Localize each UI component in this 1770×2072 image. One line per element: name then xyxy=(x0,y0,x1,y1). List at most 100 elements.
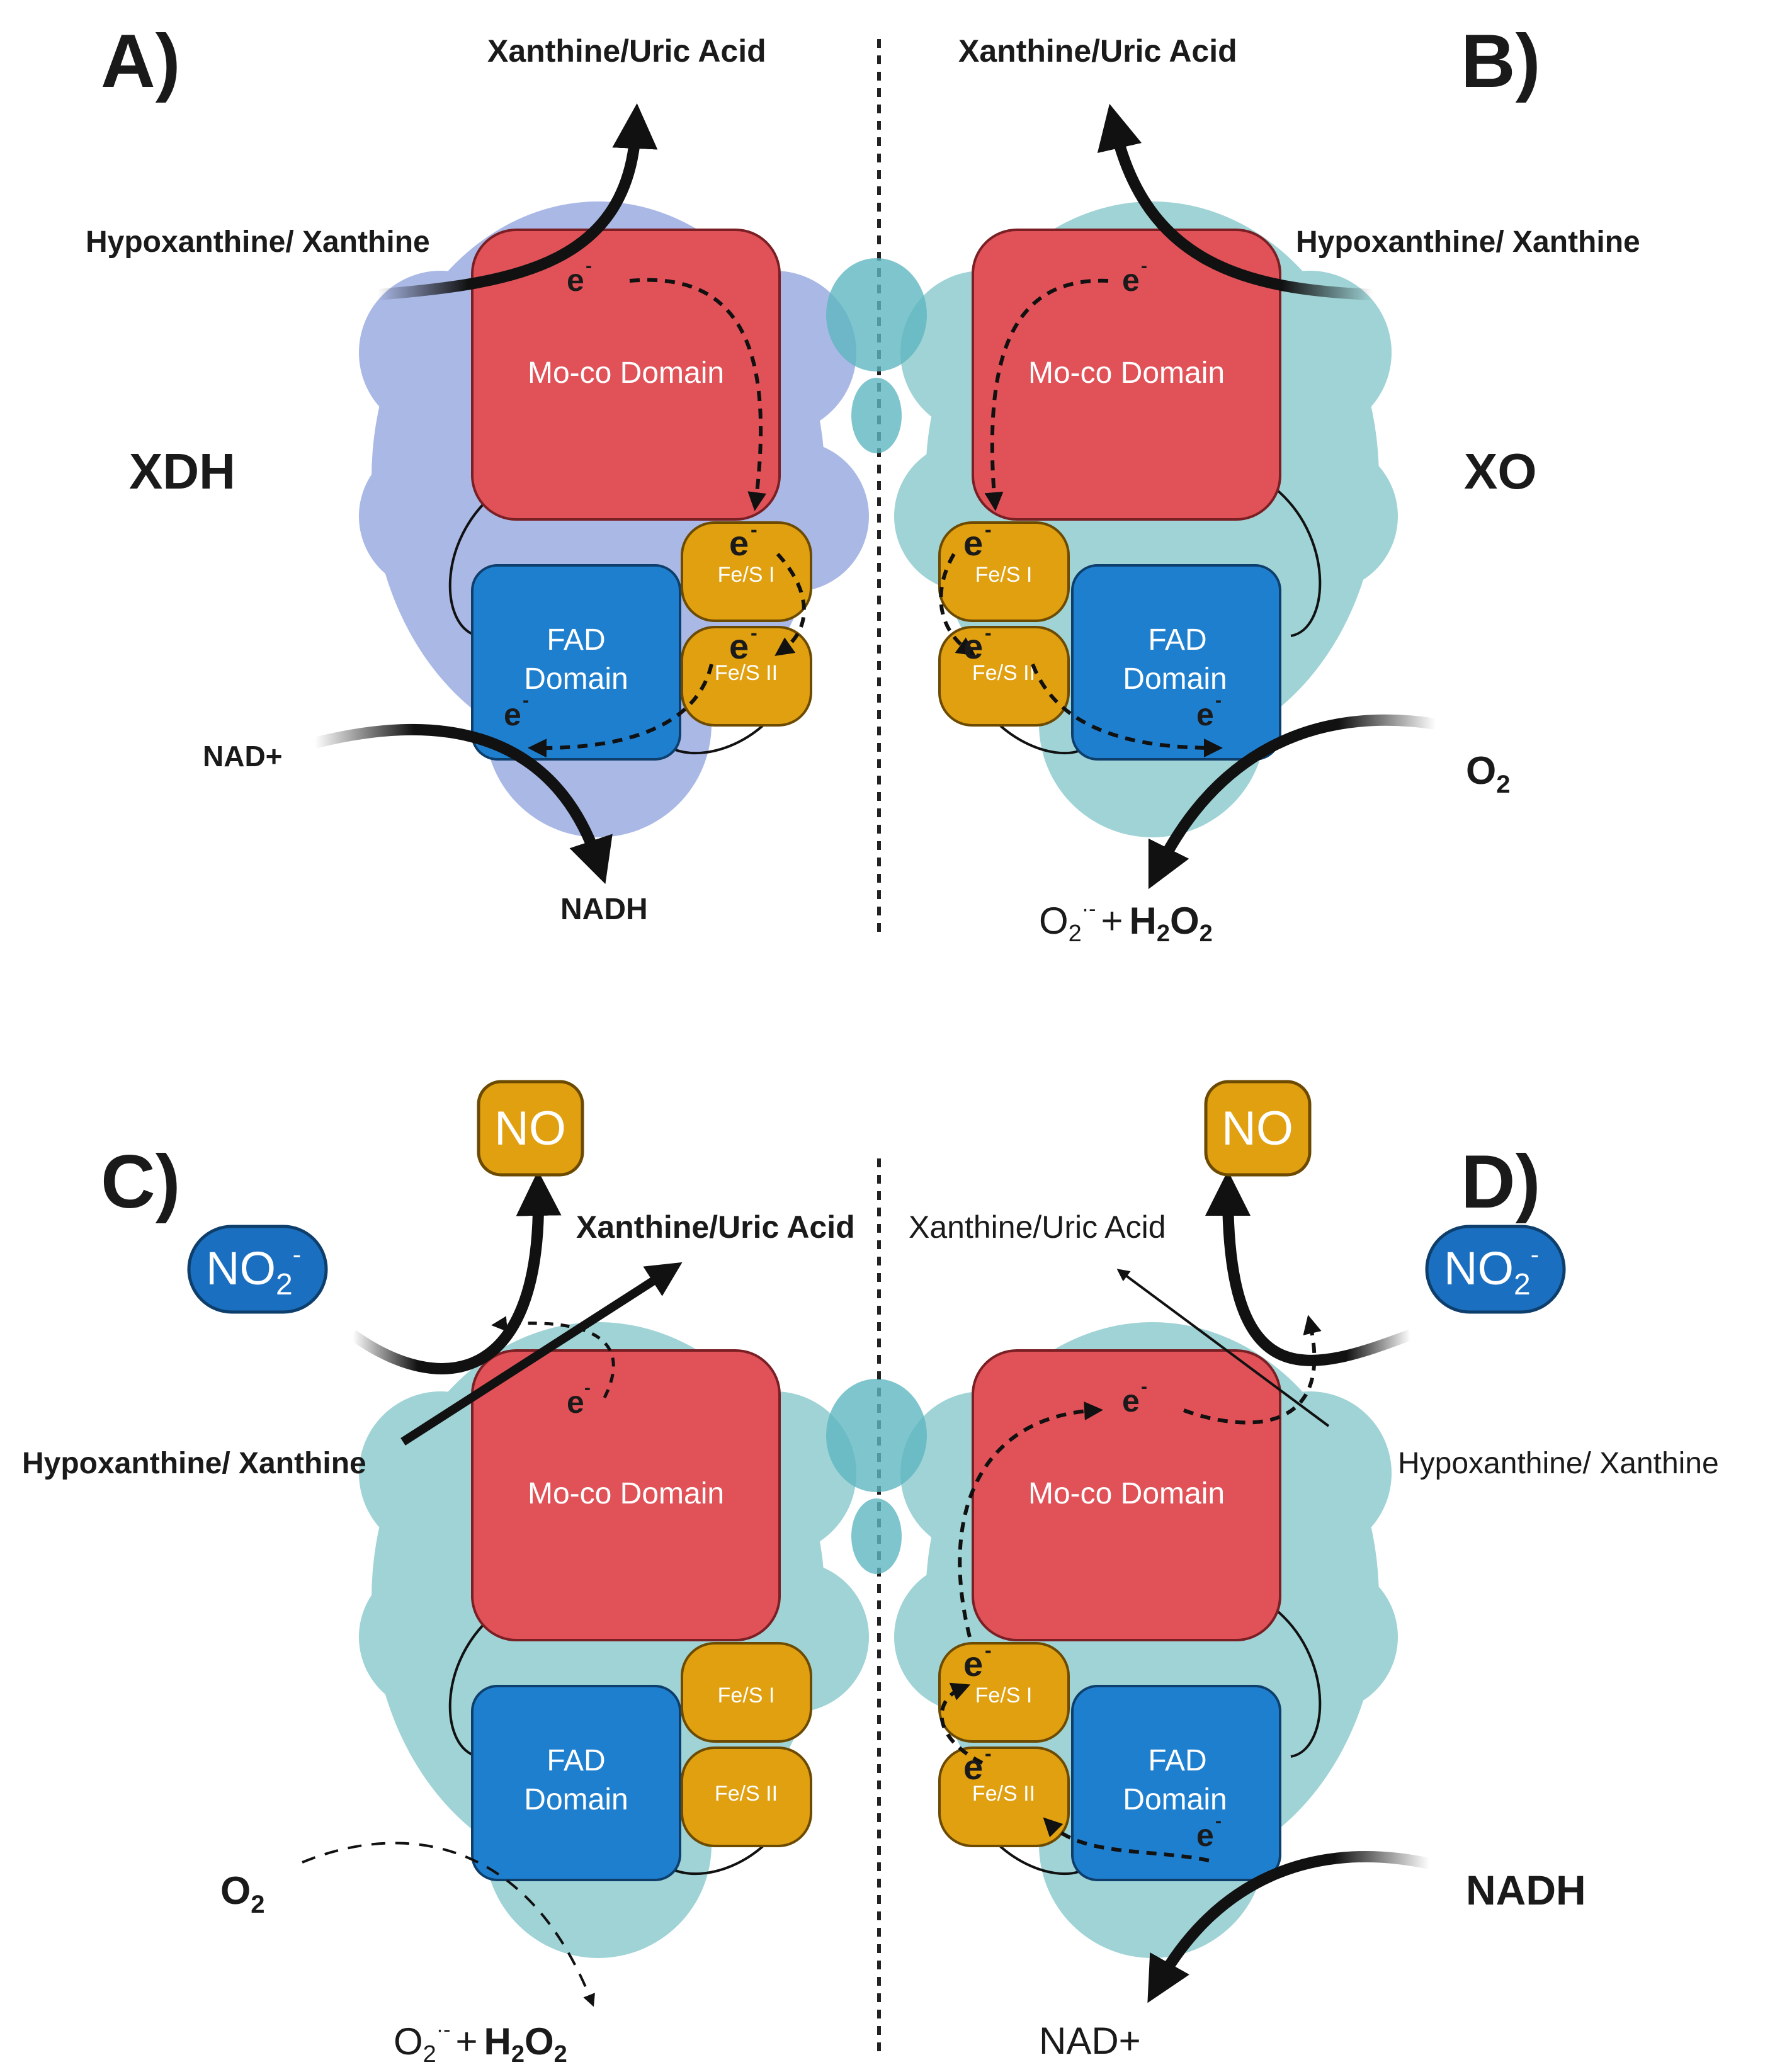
product-label-b: Xanthine/Uric Acid xyxy=(958,33,1237,69)
svg-text:-: - xyxy=(985,1639,992,1662)
linker-c-left xyxy=(448,1611,499,1758)
fes2-label-a: Fe/S II xyxy=(715,661,778,685)
moco-label-a: Mo-co Domain xyxy=(528,356,724,390)
svg-text:e: e xyxy=(567,263,584,298)
fes1-c xyxy=(681,1642,812,1743)
svg-text:-: - xyxy=(523,690,529,711)
moco-domain-a xyxy=(471,229,781,521)
substrate-label-d: Hypoxanthine/ Xanthine xyxy=(1398,1447,1719,1480)
panel-letter-c: C) xyxy=(101,1140,181,1224)
svg-text:-: - xyxy=(985,1742,992,1765)
fad-label-b-2: Domain xyxy=(1123,662,1227,696)
dimer-linker-bottom xyxy=(826,1379,927,1574)
o2-label-b: O2 xyxy=(1466,749,1510,798)
svg-text:-: - xyxy=(1215,1811,1222,1831)
linker-a-left xyxy=(448,490,499,637)
moco-label-b: Mo-co Domain xyxy=(1028,356,1225,390)
fad-label-c-2: Domain xyxy=(524,1783,628,1816)
nitrite-label-c: NO2- xyxy=(206,1241,301,1301)
fad-label-a-2: Domain xyxy=(524,662,628,696)
substrate-arrow-d xyxy=(1205,1170,1413,1366)
ros-label-c: O2·-+H2O2 xyxy=(394,2018,567,2068)
nadh-label-a: NADH xyxy=(560,893,648,926)
no-label-d: NO xyxy=(1222,1102,1293,1155)
fad-label-b-1: FAD xyxy=(1148,623,1206,657)
fad-label-d-2: Domain xyxy=(1123,1783,1227,1816)
svg-text:e: e xyxy=(1196,1818,1214,1853)
fes1-label-b: Fe/S I xyxy=(975,563,1033,587)
moco-domain-b xyxy=(972,229,1281,521)
svg-text:e: e xyxy=(1122,1383,1140,1418)
enzyme-label-xdh: XDH xyxy=(129,443,235,499)
svg-text:e: e xyxy=(963,626,983,666)
svg-text:e: e xyxy=(963,1747,983,1787)
nad-label-d: NAD+ xyxy=(1039,2020,1141,2062)
substrate-arrow-a xyxy=(377,103,658,300)
electron-labels-a: e- e- e- e- xyxy=(504,256,757,732)
dimer-linker-top xyxy=(826,258,927,453)
product-label-d: Xanthine/Uric Acid xyxy=(909,1209,1166,1245)
fes2-c xyxy=(681,1746,812,1847)
product-label-a: Xanthine/Uric Acid xyxy=(487,33,766,69)
svg-text:-: - xyxy=(1141,256,1147,276)
svg-text:e: e xyxy=(1122,263,1140,298)
substrate-arrow-c xyxy=(349,1170,562,1374)
nadh-arrow-d xyxy=(1147,1851,1431,2003)
moco-label-d: Mo-co Domain xyxy=(1028,1477,1225,1510)
o2-arrow-b xyxy=(1148,714,1437,890)
fes2-label-c: Fe/S II xyxy=(715,1782,778,1806)
fad-label-d-1: FAD xyxy=(1148,1744,1206,1777)
product-arrow-d xyxy=(1116,1269,1330,1427)
enzyme-label-xo: XO xyxy=(1464,443,1537,499)
svg-text:e: e xyxy=(504,697,521,732)
product-arrow-c xyxy=(400,1262,683,1446)
svg-text:-: - xyxy=(751,518,757,541)
fes1-label-d: Fe/S I xyxy=(975,1684,1033,1707)
svg-text:-: - xyxy=(985,518,992,541)
electron-path-a xyxy=(528,278,806,758)
nitrite-badge-d xyxy=(1425,1225,1566,1314)
product-label-c: Xanthine/Uric Acid xyxy=(576,1209,855,1245)
substrate-label-b: Hypoxanthine/ Xanthine xyxy=(1296,225,1640,259)
fad-domain-c xyxy=(471,1685,681,1881)
electron-labels-d: e- e- e- e- xyxy=(963,1376,1222,1853)
moco-domain-c xyxy=(471,1349,781,1641)
fes2-label-b: Fe/S II xyxy=(972,661,1035,685)
substrate-arrow-b xyxy=(1097,103,1373,300)
panel-letter-a: A) xyxy=(101,19,181,103)
fes1-a xyxy=(681,521,812,622)
o2-dashed-arrow-c xyxy=(302,1842,595,2007)
svg-text:e: e xyxy=(963,1644,983,1684)
nad-label-a: NAD+ xyxy=(203,740,283,773)
electron-label-c: e- xyxy=(567,1378,591,1420)
nad-arrow-a xyxy=(313,724,613,885)
o2-label-c: O2 xyxy=(220,1869,264,1918)
svg-text:e: e xyxy=(963,523,983,563)
fes1-b xyxy=(938,521,1070,622)
ros-label-b: O2·-+H2O2 xyxy=(1039,897,1213,947)
panel-letter-d: D) xyxy=(1461,1140,1541,1224)
svg-text:-: - xyxy=(1141,1376,1147,1397)
fad-label-c-1: FAD xyxy=(547,1744,605,1777)
no-badge-c xyxy=(477,1080,584,1177)
nitrite-label-d: NO2- xyxy=(1444,1241,1539,1301)
linker-b-right xyxy=(1277,490,1322,637)
fes1-label-a: Fe/S I xyxy=(718,563,775,587)
svg-text:-: - xyxy=(1215,690,1222,711)
fes1-d xyxy=(938,1642,1070,1743)
svg-text:e: e xyxy=(729,626,749,666)
electron-path-b xyxy=(939,278,1223,757)
no-label-c: NO xyxy=(494,1102,566,1155)
linker-d-right xyxy=(1277,1611,1322,1758)
fes1-label-c: Fe/S I xyxy=(718,1684,775,1707)
nadh-label-d: NADH xyxy=(1466,1867,1586,1913)
fad-label-a-1: FAD xyxy=(547,623,605,657)
fes2-label-d: Fe/S II xyxy=(972,1782,1035,1806)
electron-path-d xyxy=(939,1315,1322,1862)
svg-text:-: - xyxy=(751,621,757,644)
svg-text:e: e xyxy=(1196,697,1214,732)
svg-text:e: e xyxy=(729,523,749,563)
svg-text:-: - xyxy=(586,256,592,276)
substrate-label-a: Hypoxanthine/ Xanthine xyxy=(86,225,430,259)
